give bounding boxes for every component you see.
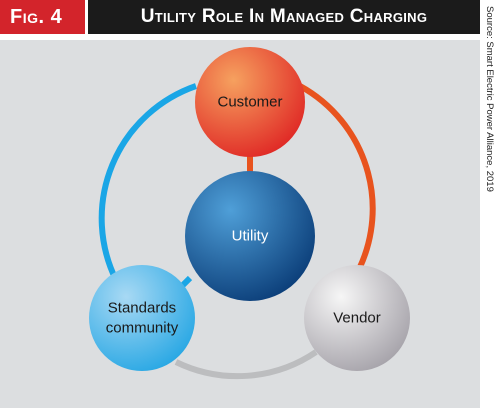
standards-community-circle [89, 265, 195, 371]
standards-customer-link [98, 83, 197, 282]
vendor-circle [304, 265, 410, 371]
standards-label-line1: Standards [108, 300, 176, 317]
vendor-node: Vendor [304, 265, 410, 371]
source-credit-area: Source: Smart Electric Power Alliance, 2… [481, 0, 500, 408]
utility-circle [185, 171, 315, 301]
title-bar: Utility Role In Managed Charging [88, 0, 480, 34]
standards-label-line2: community [106, 320, 179, 337]
vendor-standards-link [174, 349, 318, 380]
customer-label: Customer [217, 94, 282, 111]
figure-title: Utility Role In Managed Charging [140, 6, 428, 27]
customer-node: Customer [195, 47, 305, 157]
figure-number-badge: Fig. 4 [0, 0, 85, 34]
customer-circle [195, 47, 305, 157]
vendor-label: Vendor [333, 310, 381, 327]
standards-community-node: Standards community [89, 265, 195, 371]
customer-vendor-link [298, 83, 376, 284]
source-credit: Source: Smart Electric Power Alliance, 2… [484, 6, 495, 192]
figure-number: Fig. 4 [10, 5, 63, 28]
utility-node: Utility [185, 171, 315, 301]
utility-label: Utility [232, 228, 269, 245]
role-diagram: Customer Utility Standards community Ven… [89, 47, 410, 380]
